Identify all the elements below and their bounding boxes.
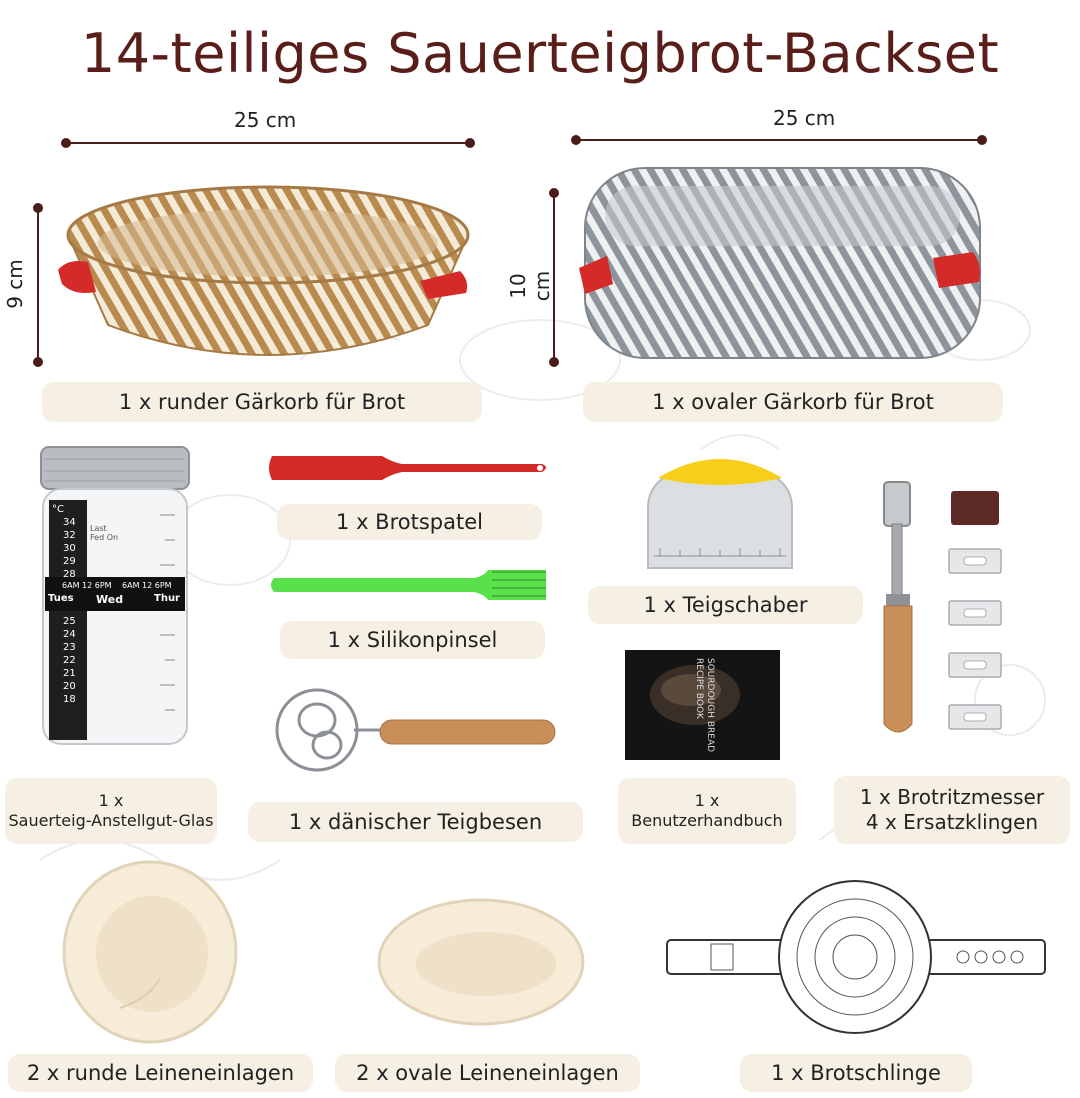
jar-day-3: Thur <box>154 593 180 604</box>
oval-height-dimension-line <box>549 188 559 367</box>
jar-note: Last Fed On <box>90 524 119 542</box>
oval-liners-label: 2 x ovale Leineneinlagen <box>335 1054 640 1092</box>
lame-label: 1 x Brotritzmesser 4 x Ersatzklingen <box>834 776 1070 844</box>
recipe-book-image: SOURDOUGH BREAD RECIPE BOOK <box>625 650 780 760</box>
round-linen-liner-image <box>62 860 238 1044</box>
danish-whisk-image <box>275 688 556 772</box>
jar-time-2: 6AM 12 6PM <box>122 581 172 590</box>
jar-day-1: Tues <box>48 593 74 604</box>
jar-day-2: Wed <box>96 593 124 606</box>
oval-proofing-basket-image <box>579 167 981 359</box>
replacement-blades-image <box>948 548 1002 730</box>
oval-linen-liner-image <box>377 898 585 1026</box>
round-width-dimension-line <box>61 138 475 148</box>
whisk-label: 1 x dänischer Teigbesen <box>248 802 583 842</box>
round-liners-label: 2 x runde Leineneinlagen <box>8 1054 313 1092</box>
oval-width-dimension-line <box>571 135 987 145</box>
silicone-brush-image <box>271 570 546 600</box>
jar-label: 1 x Sauerteig-Anstellgut-Glas <box>5 778 217 844</box>
recipe-book-title: SOURDOUGH BREAD RECIPE BOOK <box>694 658 715 753</box>
round-basket-label: 1 x runder Gärkorb für Brot <box>42 382 482 422</box>
bread-spatula-image <box>269 456 546 480</box>
round-proofing-basket-image <box>58 185 470 356</box>
leather-cover-image <box>951 491 999 525</box>
sourdough-jar-image <box>40 446 190 745</box>
bread-lame-image <box>883 481 913 733</box>
oval-width-label: 25 cm <box>773 106 836 130</box>
jar-time-1: 6AM 12 6PM <box>62 581 112 590</box>
round-height-label: 9 cm <box>3 259 27 309</box>
jar-unit-c: °C <box>52 504 64 515</box>
oval-height-label: 10 cm <box>506 270 554 302</box>
round-height-dimension-line <box>33 203 43 367</box>
dough-scraper-image <box>647 459 793 569</box>
scraper-label: 1 x Teigschaber <box>588 586 863 624</box>
brush-label: 1 x Silikonpinsel <box>280 621 545 659</box>
oval-basket-label: 1 x ovaler Gärkorb für Brot <box>583 382 1003 422</box>
sling-label: 1 x Brotschlinge <box>740 1054 972 1092</box>
manual-label: 1 x Benutzerhandbuch <box>618 778 796 844</box>
round-width-label: 25 cm <box>234 108 297 132</box>
page-title: 14-teiliges Sauerteigbrot-Backset <box>80 22 1000 85</box>
bread-sling-image <box>666 880 1046 1034</box>
spatula-label: 1 x Brotspatel <box>277 504 542 540</box>
